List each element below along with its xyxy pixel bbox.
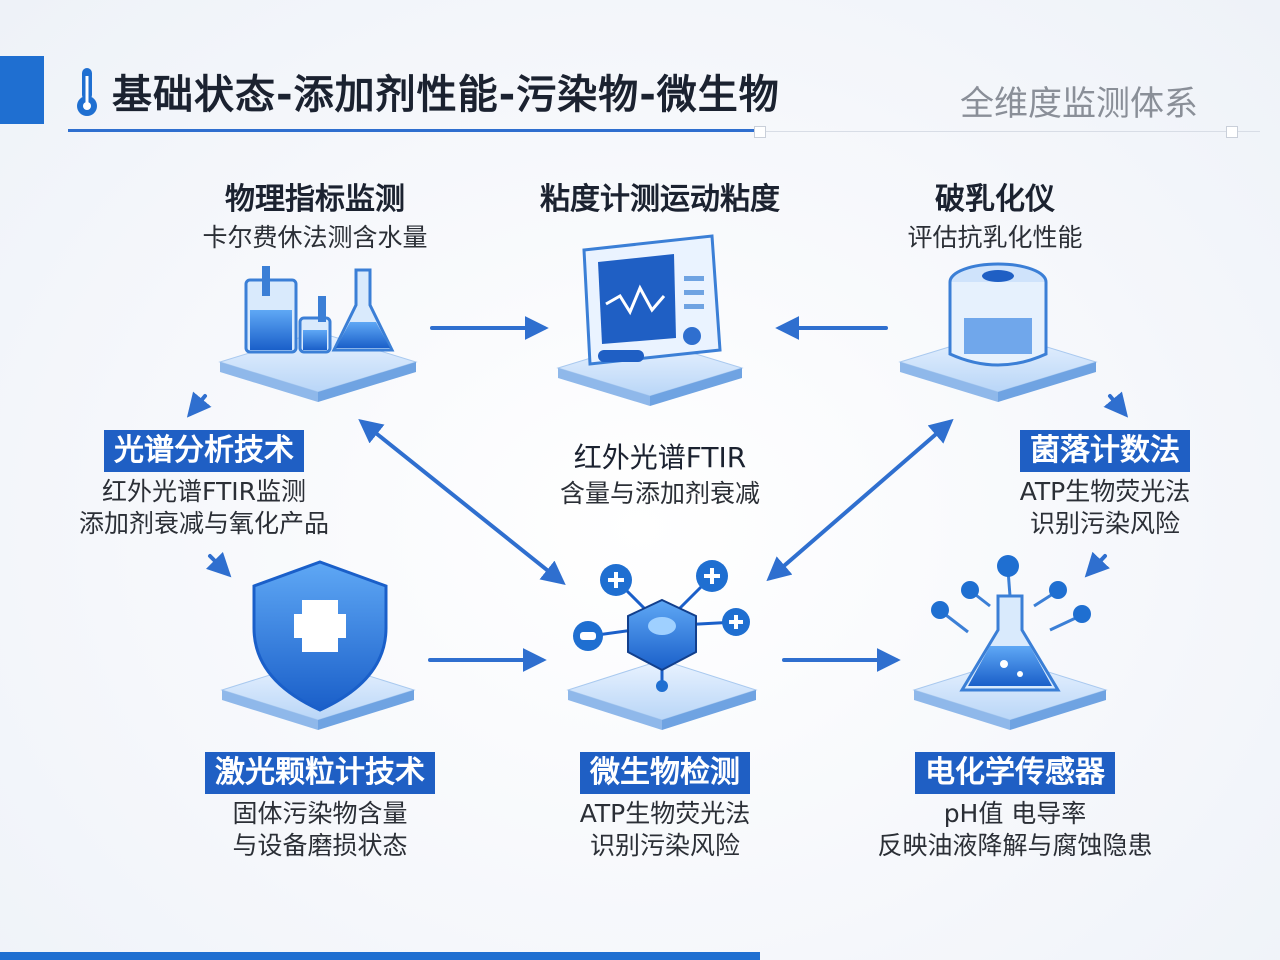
demulsifier-desc: 评估抗乳化性能 [907,223,1083,252]
arrow-physical-down [186,391,212,418]
center-label-1: 红外光谱FTIR [573,441,747,474]
laser-tag: 激光颗粒计技术 [205,752,435,794]
physical-desc: 卡尔费休法测含水量 [202,223,428,252]
laser-desc-1: 固体污染物含量 [232,799,408,828]
page-title: 基础状态-添加剂性能-污染物-微生物 [112,72,780,118]
footer-accent-bar [0,952,760,960]
rule-marker-right [1226,126,1238,138]
electro-desc-1: pH值 电导率 [943,799,1087,828]
page-subtitle: 全维度监测体系 [960,84,1198,124]
flask-molecule-icon [931,555,1091,692]
spectrum-tag: 光谱分析技术 [104,430,304,472]
electro-desc-2: 反映油液降解与腐蚀隐患 [877,831,1153,860]
network-hub-icon [573,560,750,692]
colony-tag: 菌落计数法 [1020,430,1190,472]
arrow-physical-microbe [358,419,566,585]
microbe-tag: 微生物检测 [580,752,750,794]
laser-desc-2: 与设备磨损状态 [232,831,408,860]
rule-marker-left [754,126,766,138]
arrow-demulsifier-down [1103,391,1129,418]
header-rule-secondary [760,131,1260,132]
viscometer-monitor-icon [582,234,722,366]
viscosity-title: 粘度计测运动粘度 [540,182,780,217]
colony-desc-1: ATP生物荧光法 [1019,477,1191,506]
header-accent-bar [0,56,44,124]
arrow-spectrum-down [205,551,232,578]
arrows [186,316,1129,672]
physical-title: 物理指标监测 [225,182,405,217]
demulsifier-title: 破乳化仪 [935,182,1055,217]
electro-tag: 电化学传感器 [915,752,1115,794]
arrow-colony-down [1084,551,1110,578]
header-rule-primary [68,129,760,132]
spectrum-desc-2: 添加剂衰减与氧化产品 [78,509,329,538]
thermometer-icon [77,68,97,116]
shield-cross-icon [252,560,388,712]
center-label-2: 含量与添加剂衰减 [559,479,760,508]
microbe-desc-2: 识别污染风险 [589,831,740,860]
spectrum-desc-1: 红外光谱FTIR监测 [102,477,306,506]
demulsifier-container-icon [948,262,1048,367]
lab-glassware-icon [244,266,395,354]
microbe-desc-1: ATP生物荧光法 [579,799,751,828]
arrow-demulsifier-microbe [766,418,954,582]
colony-desc-2: 识别污染风险 [1029,509,1180,538]
